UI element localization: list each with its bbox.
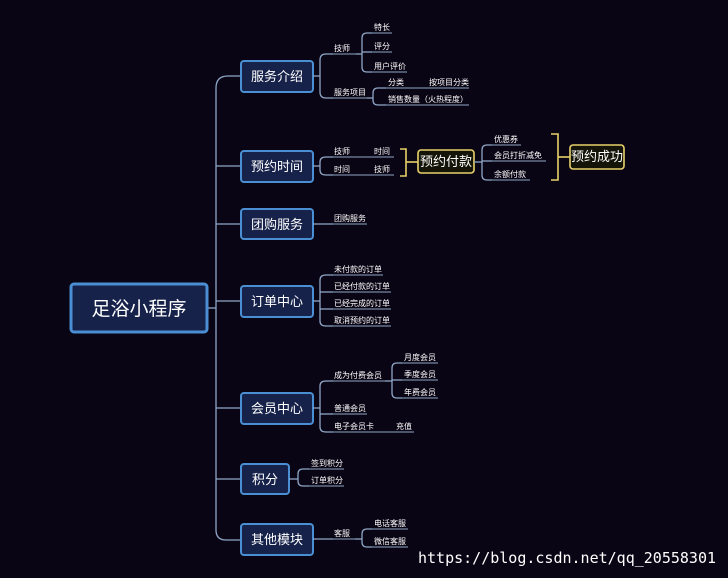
member-yearly: 年费会员 [404,387,436,397]
order-cancelled: 取消预约的订单 [334,315,390,325]
booking-row1-a: 技师 [334,146,350,156]
service-subtree: 技师 特长 评分 用户评价 服务项目 分类 按项目分类 销售数量（火热程度） [313,22,469,106]
booking-row2-b: 技师 [374,164,390,174]
points-subtree: 签到积分 订单积分 [289,458,344,487]
pay-option-coupon: 优惠券 [494,134,518,144]
success-node[interactable] [569,144,625,170]
service-items: 服务项目 [334,87,366,97]
root-label: 足浴小程序 [91,298,186,320]
branch-group[interactable]: 团购服务 [240,208,314,240]
other-phone-support: 电话客服 [374,518,406,528]
booking-success: 预约成功 [571,150,623,165]
service-tech: 技师 [334,43,350,53]
order-unpaid: 未付款的订单 [334,264,382,274]
service-items-category-sub: 按项目分类 [429,77,469,87]
branch-member-label: 会员中心 [251,402,303,417]
service-tech-rating: 评分 [374,42,390,51]
member-normal: 普通会员 [334,403,366,413]
service-tech-reviews: 用户评价 [374,61,406,71]
member-monthly: 月度会员 [404,352,436,362]
branch-points-label: 积分 [252,473,278,488]
group-subtree: 团购服务 [313,213,367,225]
branch-points[interactable]: 积分 [240,463,290,495]
booking-row1-b: 时间 [374,146,390,156]
root-node[interactable] [69,282,209,334]
other-support: 客服 [334,528,350,538]
branch-service-label: 服务介绍 [251,69,303,85]
booking-pay: 预约付款 [420,155,472,170]
root-connectors [208,75,241,541]
member-paid: 成为付费会员 [334,370,382,380]
member-quarterly: 季度会员 [404,369,436,379]
pay-option-balance: 余额付款 [494,169,526,179]
watermark: https://blog.csdn.net/qq_20558301 [418,549,716,567]
order-paid: 已经付款的订单 [334,281,390,291]
member-subtree: 成为付费会员 月度会员 季度会员 年费会员 普通会员 电子会员卡 充值 [313,352,438,433]
other-wechat-support: 微信客服 [374,536,406,546]
booking-row2-a: 时间 [334,164,350,174]
points-checkin: 签到积分 [311,458,343,468]
branch-booking-label: 预约时间 [251,160,303,175]
service-items-sales: 销售数量（火热程度） [388,94,468,104]
branch-orders-label: 订单中心 [251,295,303,310]
branch-orders[interactable]: 订单中心 [240,285,314,318]
other-subtree: 客服 电话客服 微信客服 [313,518,408,548]
orders-subtree: 未付款的订单 已经付款的订单 已经完成的订单 取消预约的订单 [313,264,391,327]
service-items-category: 分类 [388,77,404,87]
branch-group-label: 团购服务 [251,217,303,233]
branch-service[interactable]: 服务介绍 [240,60,314,93]
order-completed: 已经完成的订单 [334,298,390,308]
branch-member[interactable]: 会员中心 [240,392,314,425]
member-ecard: 电子会员卡 [334,421,374,431]
member-recharge: 充值 [396,421,412,431]
group-service-leaf: 团购服务 [334,213,366,223]
booking-subtree: 预约付款 预约成功 技师 时间 时间 技师 优惠券 会员打折减免 余额付款 [313,133,625,181]
branch-other[interactable]: 其他模块 [240,523,314,556]
service-tech-specialty: 特长 [374,22,390,32]
branch-booking[interactable]: 预约时间 [240,150,314,183]
pay-option-member-discount: 会员打折减免 [494,150,542,160]
points-order: 订单积分 [311,475,343,485]
branch-other-label: 其他模块 [251,533,303,548]
